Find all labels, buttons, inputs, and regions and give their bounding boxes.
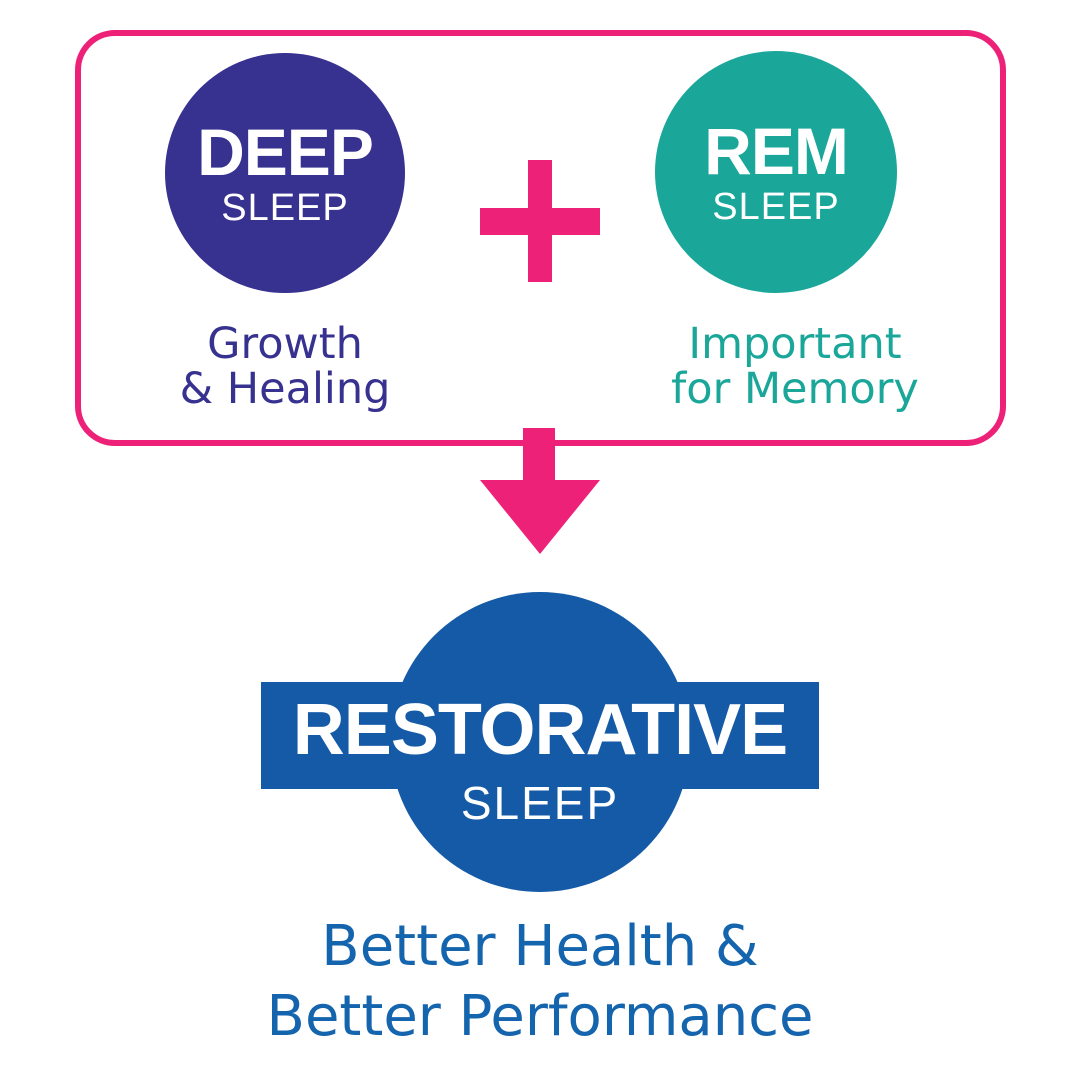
result-caption: Better Health & Better Performance [266,914,814,1049]
deep-sleep-subtitle: SLEEP [221,187,349,229]
rem-sleep-title: REM [704,114,849,188]
rem-sleep-caption: Important for Memory [671,319,919,414]
rem-sleep-circle: REM SLEEP [655,51,897,293]
restorative-sleep-title: RESTORATIVE [292,690,788,770]
plus-icon [480,160,600,282]
restorative-sleep-band [261,682,819,789]
rem-sleep-subtitle: SLEEP [712,186,840,228]
down-arrow-icon [478,428,602,556]
deep-sleep-title: DEEP [197,115,374,189]
deep-sleep-circle: DEEP SLEEP [165,53,405,293]
deep-sleep-caption: Growth & Healing [179,319,391,414]
restorative-sleep-subtitle: SLEEP [460,777,620,829]
